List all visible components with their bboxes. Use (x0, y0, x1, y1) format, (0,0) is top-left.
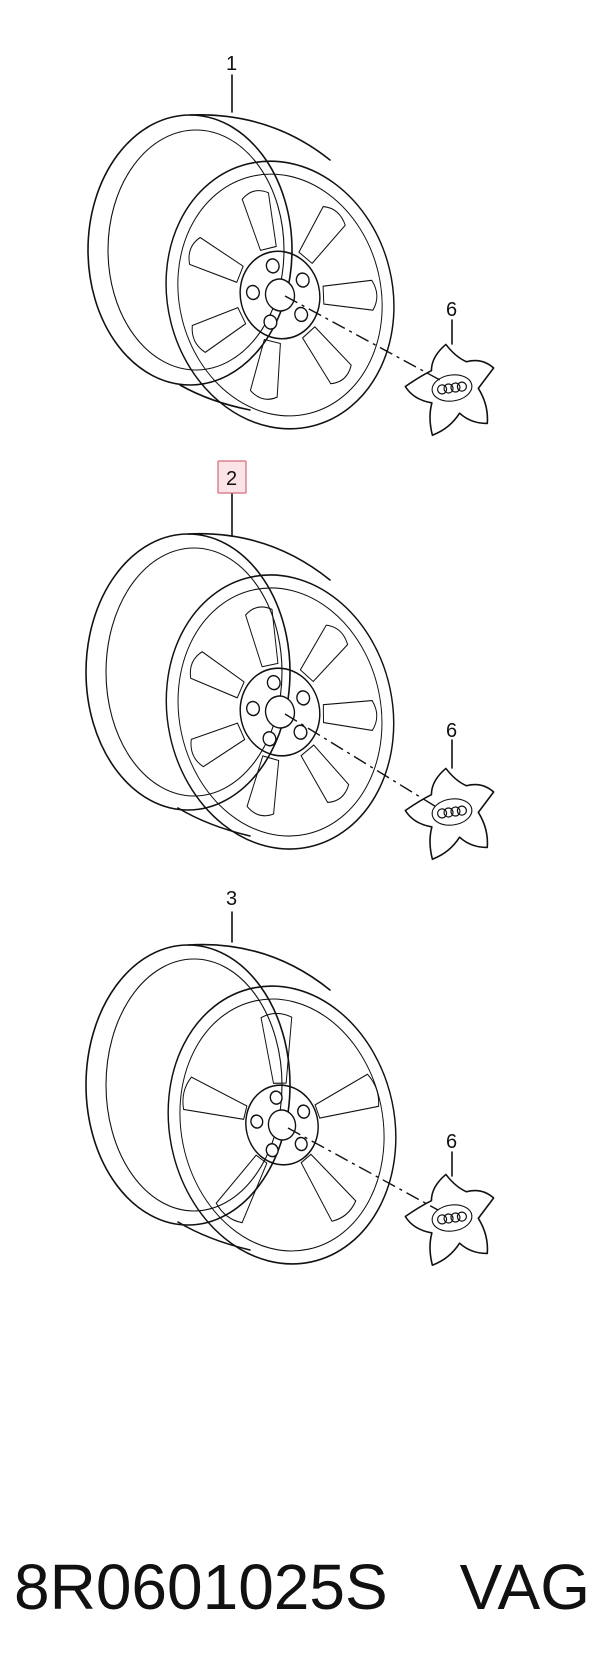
callout-6b[interactable]: 6 (446, 720, 457, 742)
axis-line-3 (287, 1127, 439, 1211)
center-cap-3[interactable] (399, 1167, 503, 1269)
wheel-2[interactable] (85, 532, 419, 871)
part-number: 8R0601025S (14, 1551, 388, 1623)
callout-6a[interactable]: 6 (446, 299, 457, 321)
axis-line-2 (284, 713, 439, 809)
part-caption: 8R0601025S VAG (10, 1532, 590, 1642)
axis-line-1 (284, 295, 441, 381)
wheel-3[interactable] (85, 943, 421, 1286)
center-cap-2[interactable] (399, 761, 503, 863)
wheel-1[interactable] (87, 114, 422, 453)
selected-callout-highlight (217, 460, 247, 494)
brand-label: VAG (459, 1551, 590, 1623)
callout-6c[interactable]: 6 (446, 1131, 457, 1153)
callout-2[interactable]: 2 (226, 468, 237, 490)
callout-1[interactable]: 1 (226, 53, 237, 75)
center-cap-1[interactable] (399, 337, 503, 439)
callout-3[interactable]: 3 (226, 888, 237, 910)
